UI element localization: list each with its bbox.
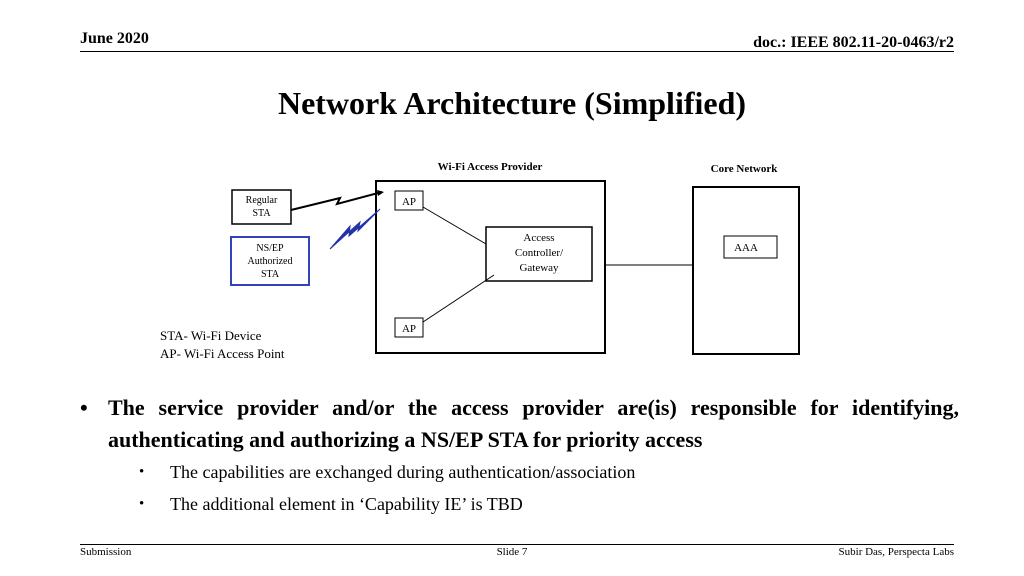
legend-sta: STA- Wi-Fi Device (160, 328, 262, 343)
nsep-sta-label: NS/EP Authorized STA (247, 243, 293, 280)
regular-sta-label: Regular STA (245, 195, 278, 219)
sub-bullet-text: The additional element in ‘Capability IE… (170, 494, 523, 514)
access-controller-label: Access Controller/ Gateway (514, 232, 564, 274)
footer-slide-number: Slide 7 (496, 546, 528, 558)
ap-top-box (394, 190, 424, 211)
regular-sta-wireless-link (290, 191, 383, 211)
header-divider (80, 51, 954, 52)
core-network-box (692, 186, 800, 355)
legend-ap: AP- Wi-Fi Access Point (160, 346, 285, 361)
bullet-main: •The service provider and/or the access … (80, 395, 959, 452)
aaa-label: AAA (734, 242, 758, 254)
sub-bullet-text: The capabilities are exchanged during au… (170, 462, 636, 482)
footer-author: Subir Das, Perspecta Labs (838, 546, 954, 558)
header-date: June 2020 (80, 30, 149, 47)
ap-bottom-box (394, 317, 424, 338)
regular-sta-box (231, 189, 292, 225)
ap-top-label: AP (402, 196, 416, 208)
ap-bottom-to-controller-link (422, 274, 495, 323)
slide-title: Network Architecture (Simplified) (277, 85, 747, 121)
sub-bullet: •The capabilities are exchanged during a… (139, 462, 636, 482)
nsep-wireless-bolt (329, 208, 381, 250)
access-controller-box (485, 226, 593, 282)
footer-divider (80, 544, 954, 545)
ap-bottom-label: AP (402, 323, 416, 335)
diagram-legend: STA- Wi-Fi Device AP- Wi-Fi Access Point (160, 327, 285, 363)
wifi-provider-label: Wi-Fi Access Provider (438, 161, 543, 173)
header-doc-id: doc.: IEEE 802.11-20-0463/r2 (753, 34, 954, 51)
sub-bullet: •The additional element in ‘Capability I… (139, 494, 523, 514)
bullet-list: •The service provider and/or the access … (75, 392, 959, 520)
footer-left: Submission (80, 546, 132, 558)
ap-top-to-controller-link (422, 206, 487, 245)
regular-sta-bolt-head (377, 190, 384, 196)
aaa-box (723, 235, 778, 259)
bullet-main-text: The service provider and/or the access p… (108, 395, 959, 452)
core-network-label: Core Network (711, 163, 779, 175)
nsep-sta-box (230, 236, 310, 286)
wifi-provider-box (375, 180, 606, 354)
